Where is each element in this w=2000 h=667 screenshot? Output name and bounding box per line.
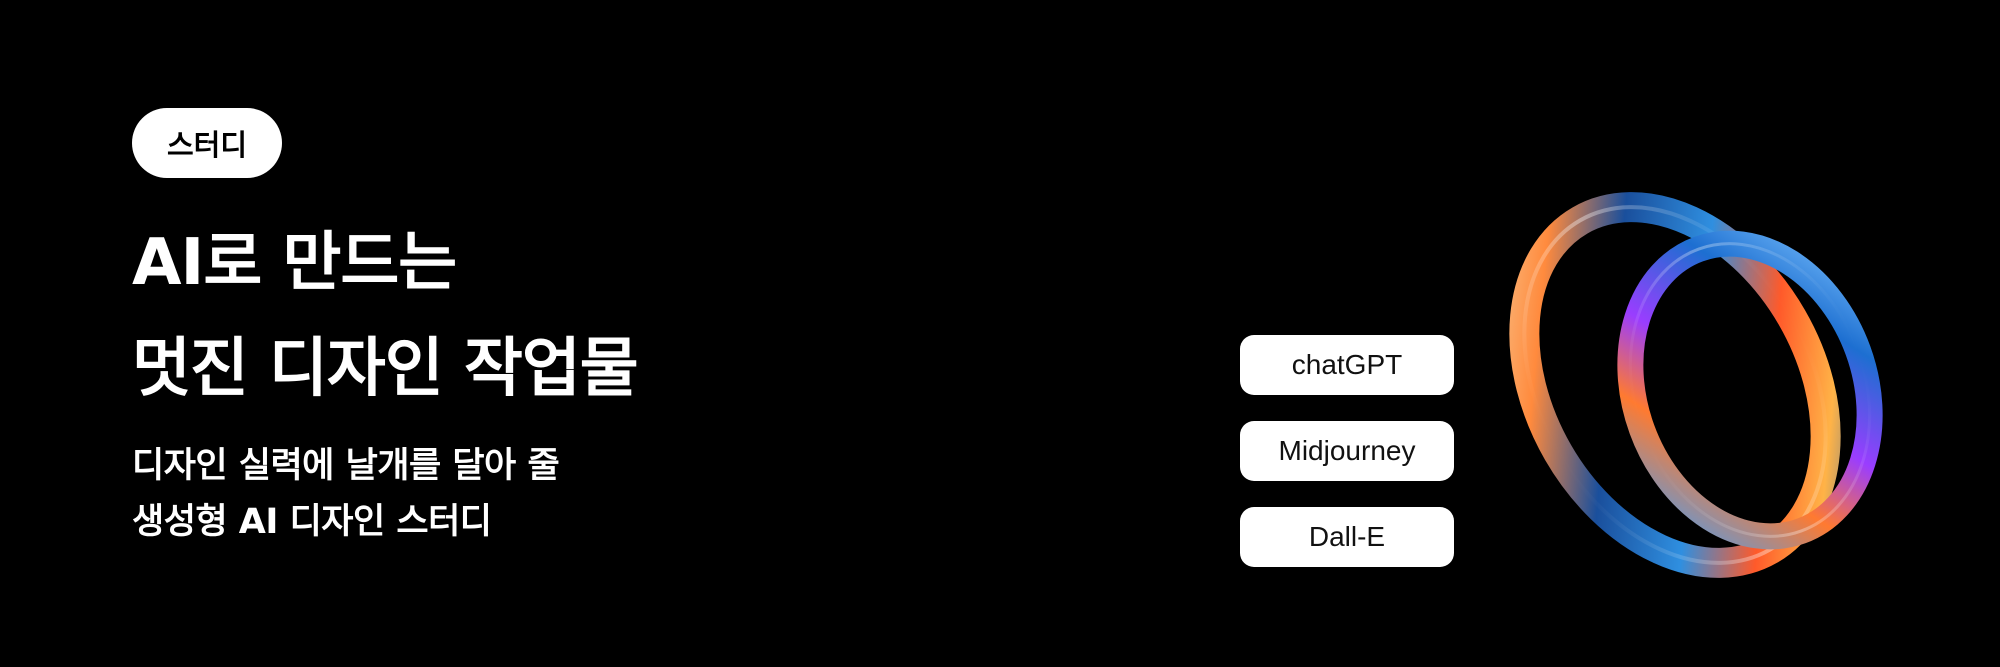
tool-pill-chatgpt: chatGPT [1240,335,1454,395]
iridescent-rings-icon [1509,192,1883,578]
subtitle-line-2: 생성형 AI 디자인 스터디 [132,502,492,542]
tool-pill-dall-e: Dall-E [1240,507,1454,567]
tool-list: chatGPT Midjourney Dall-E [1240,335,1454,567]
category-badge: 스터디 [132,108,282,178]
tool-pill-midjourney: Midjourney [1240,421,1454,481]
headline: AI로 만드는 멋진 디자인 작업물 [132,210,639,422]
headline-line-1: AI로 만드는 [132,226,457,300]
headline-line-2: 멋진 디자인 작업물 [132,332,639,406]
subtitle: 디자인 실력에 날개를 달아 줄 생성형 AI 디자인 스터디 [132,438,560,550]
subtitle-line-1: 디자인 실력에 날개를 달아 줄 [132,446,560,486]
